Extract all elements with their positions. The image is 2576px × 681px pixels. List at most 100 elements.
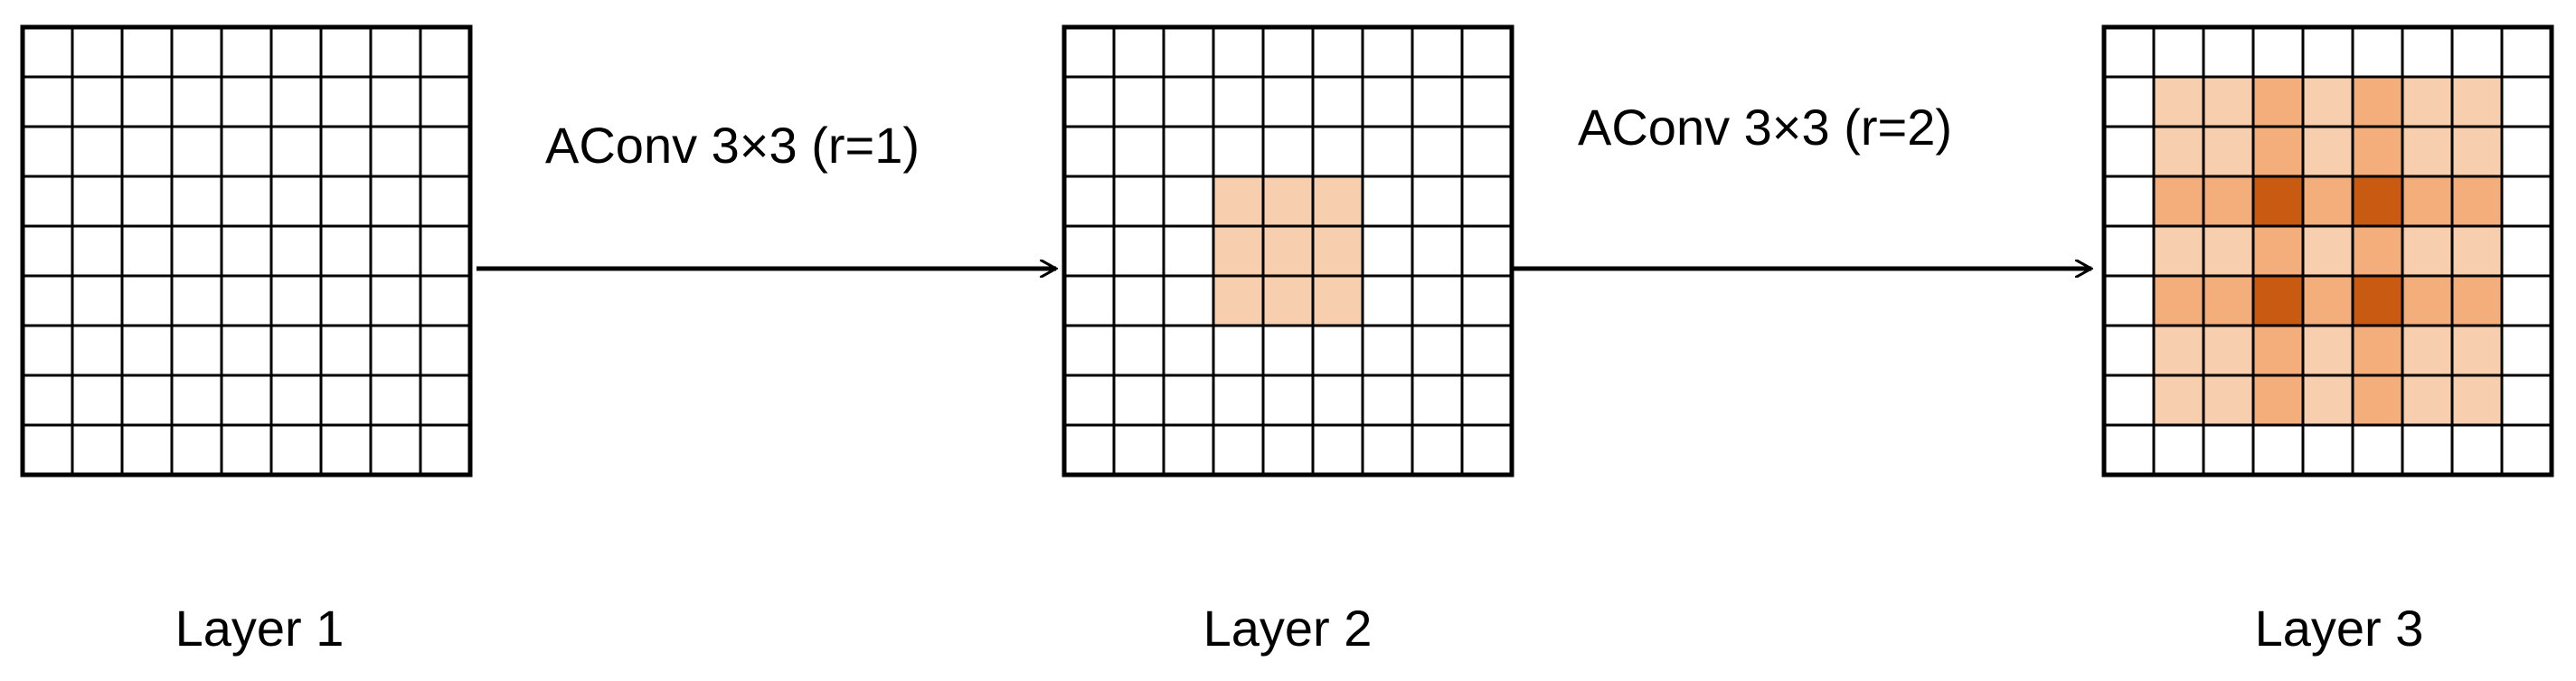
grid-cell [1112,175,1165,228]
grid-cell [2102,423,2156,477]
grid-cell [1261,75,1315,128]
grid-cell [319,125,373,178]
grid-cell [1361,374,1414,427]
grid-cell [120,274,174,327]
grid-cell [1261,175,1315,228]
grid-cell [2202,125,2255,178]
grid-cell [1212,125,1265,178]
grid-cell [1062,175,1116,228]
grid-cell [2351,324,2404,377]
grid-cell [2500,75,2553,128]
grid-cell [2351,374,2404,427]
grid-cell [2301,324,2354,377]
grid-cell [2202,324,2255,377]
grid-cell [120,324,174,377]
grid-cell [2500,125,2553,178]
grid-cell [1460,75,1514,128]
grid-cell [220,423,273,477]
grid-cell [120,224,174,278]
grid-cell [269,423,323,477]
grid-cell [220,274,273,327]
grid-cell [71,125,124,178]
grid-cell [1112,25,1165,79]
grid-cell [1162,75,1215,128]
grid-cell [170,125,223,178]
grid-cell [1062,224,1116,278]
grid-cell [2450,423,2504,477]
grid-cell [1062,125,1116,178]
grid-cell [120,423,174,477]
grid-cell [2102,25,2156,79]
grid-cell [1361,25,1414,79]
grid-cell [1311,423,1364,477]
grid-cell [2102,374,2156,427]
grid-cell [2152,423,2205,477]
grid-cell [369,25,422,79]
grid-cell [1311,125,1364,178]
grid-cell [71,75,124,128]
grid-cell [369,423,422,477]
grid-cell [1212,324,1265,377]
grid-cell [1261,25,1315,79]
grid-cell [1361,224,1414,278]
grid-cell [1411,125,1464,178]
grid-cell [2152,175,2205,228]
grid-cell [120,25,174,79]
grid-border [1062,24,1514,478]
grid-cell [1361,324,1414,377]
grid-cell [319,224,373,278]
grid-cell [71,423,124,477]
grid-cell [1460,25,1514,79]
layer-3-caption: Layer 3 [2255,600,2424,657]
grid-cell [2152,75,2205,128]
grid-cell [120,75,174,128]
grid-cell [21,274,74,327]
grid-cell [419,125,472,178]
grid-cell [170,25,223,79]
grid-cell [1411,274,1464,327]
grid-cell [269,224,323,278]
grid-cell [1261,224,1315,278]
grid-cell [170,374,223,427]
grid-cell [319,175,373,228]
grid-cell [2102,75,2156,128]
grid-cell [419,374,472,427]
grid-cell [21,224,74,278]
grid-cell [1112,125,1165,178]
grid-cell [2401,423,2454,477]
grid-cell [2202,25,2255,79]
grid-cell [21,324,74,377]
grid-cell [2401,125,2454,178]
grid-cell [2251,324,2305,377]
grid-cell [2351,274,2404,327]
grid-cell [2251,25,2305,79]
grid-cell [1112,324,1165,377]
grid-cell [2102,224,2156,278]
grid-cell [1361,125,1414,178]
grid-cell [2152,125,2205,178]
grid-cell [1460,175,1514,228]
grid-cell [170,175,223,228]
layer-3-grid [2101,24,2554,478]
grid-cell [1460,324,1514,377]
grid-cell [1411,224,1464,278]
grid-cell [1311,324,1364,377]
grid-cell [2401,25,2454,79]
grid-cell [71,324,124,377]
grid-cell [220,175,273,228]
grid-cell [2450,25,2504,79]
grid-cell [1062,75,1116,128]
grid-cell [369,224,422,278]
grid-cell [1062,374,1116,427]
layer-2-grid [1062,24,1514,478]
grid-cell [71,25,124,79]
grid-cell [2251,374,2305,427]
grid-cell [2351,25,2404,79]
grid-cell [2251,75,2305,128]
grid-border [20,24,473,478]
grid-cell [1411,324,1464,377]
grid-cell [2351,175,2404,228]
grid-cell [269,125,323,178]
grid-cell [2500,374,2553,427]
grid-cell [2401,374,2454,427]
